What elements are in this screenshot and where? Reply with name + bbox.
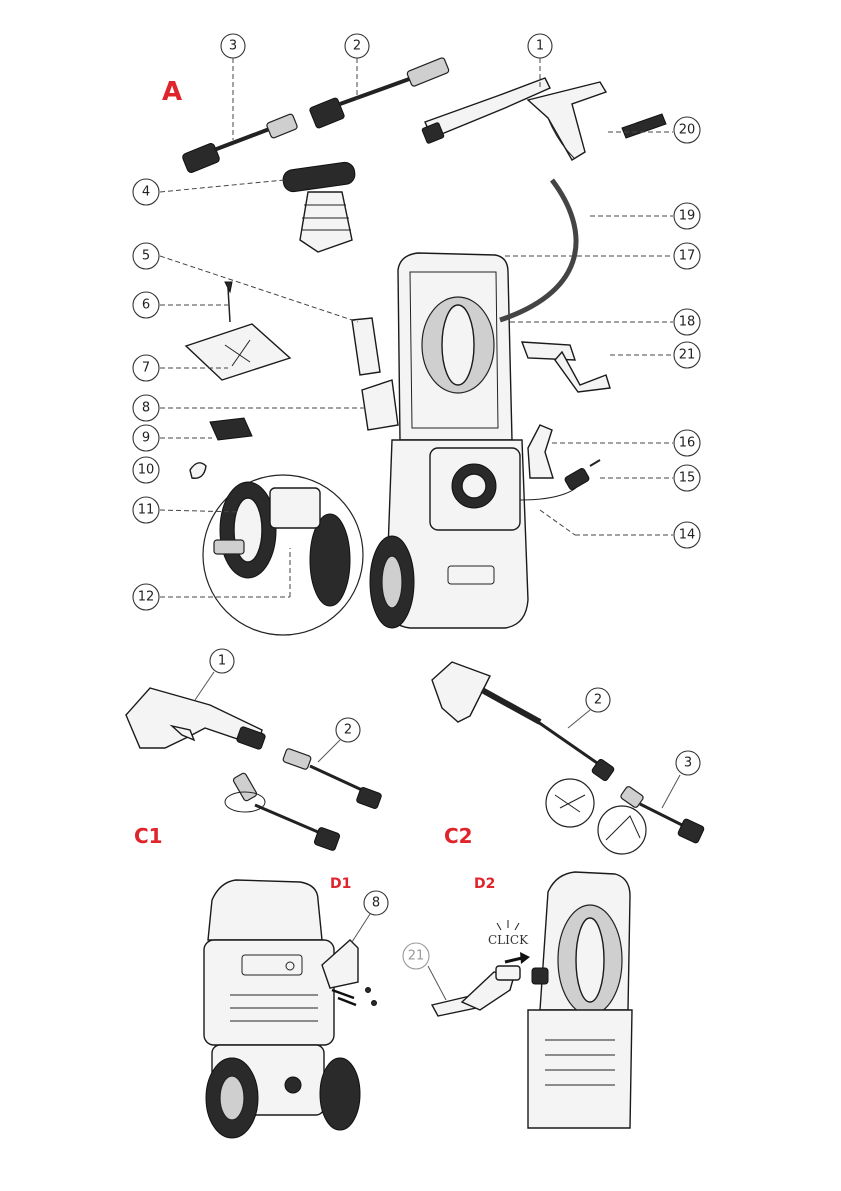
click-label: CLICK xyxy=(488,933,529,947)
part-short-lance xyxy=(181,113,297,173)
callout-8: 8 xyxy=(133,395,159,421)
svg-text:2: 2 xyxy=(594,693,602,708)
callout-18: 18 xyxy=(674,309,700,335)
part-trigger-lock xyxy=(622,114,666,138)
click-burst xyxy=(497,920,519,930)
callout-9: 9 xyxy=(133,425,159,451)
callout-c1-2: 2 xyxy=(336,718,360,742)
part-hose xyxy=(500,180,576,320)
callout-4: 4 xyxy=(133,179,159,205)
callout-c2-2: 2 xyxy=(586,688,610,712)
svg-text:17: 17 xyxy=(679,249,696,264)
leader-14 xyxy=(540,510,575,535)
callout-1: 1 xyxy=(528,34,552,58)
callout-15: 15 xyxy=(674,465,700,491)
section-label-d1: D1 xyxy=(330,876,351,892)
d2-push-arrow xyxy=(505,952,530,964)
part-cord-hook xyxy=(528,425,553,478)
section-label-a: A xyxy=(162,77,182,107)
leader-c1-2 xyxy=(318,740,340,762)
svg-text:3: 3 xyxy=(684,756,692,771)
c2-gun xyxy=(432,662,615,782)
part-spray-gun xyxy=(422,78,606,160)
svg-text:6: 6 xyxy=(142,298,150,313)
svg-text:20: 20 xyxy=(679,123,696,138)
part-gun-holder xyxy=(352,318,380,375)
svg-text:9: 9 xyxy=(142,431,150,446)
svg-text:15: 15 xyxy=(679,471,696,486)
c1-gun xyxy=(126,688,266,750)
callout-c2-3: 3 xyxy=(676,751,700,775)
callout-19: 19 xyxy=(674,203,700,229)
svg-text:2: 2 xyxy=(353,39,361,54)
part-long-lance xyxy=(309,57,450,129)
svg-text:8: 8 xyxy=(372,896,380,911)
svg-text:11: 11 xyxy=(138,503,155,518)
section-label-d2: D2 xyxy=(474,876,495,892)
section-label-c2: C2 xyxy=(444,824,473,848)
c1-lance xyxy=(282,748,382,809)
callout-6: 6 xyxy=(133,292,159,318)
detail-inset-circle xyxy=(203,475,363,635)
c2-detail-right xyxy=(598,806,646,854)
part-needle xyxy=(225,282,232,322)
svg-text:12: 12 xyxy=(138,590,155,605)
callout-11: 11 xyxy=(133,497,159,523)
callout-2: 2 xyxy=(345,34,369,58)
svg-text:5: 5 xyxy=(142,249,150,264)
svg-text:14: 14 xyxy=(679,528,696,543)
part-power-plug xyxy=(564,460,600,491)
leader-4 xyxy=(160,180,284,192)
d2-unit-side xyxy=(528,872,632,1128)
callout-12: 12 xyxy=(133,584,159,610)
svg-text:21: 21 xyxy=(679,348,696,363)
part-crank-handle xyxy=(522,342,610,392)
svg-text:3: 3 xyxy=(229,39,237,54)
part-accessory-holder xyxy=(362,380,398,430)
leader-d2-21 xyxy=(428,966,446,1000)
callout-20: 20 xyxy=(674,117,700,143)
svg-text:8: 8 xyxy=(142,401,150,416)
svg-text:2: 2 xyxy=(344,723,352,738)
callout-21: 21 xyxy=(674,342,700,368)
svg-text:1: 1 xyxy=(536,39,544,54)
leader-5 xyxy=(160,256,358,322)
callout-10: 10 xyxy=(133,457,159,483)
callout-c1-1: 1 xyxy=(210,649,234,673)
svg-text:7: 7 xyxy=(142,361,150,376)
section-label-c1: C1 xyxy=(134,824,163,848)
callout-5: 5 xyxy=(133,243,159,269)
d1-unit-front xyxy=(204,880,360,1138)
svg-text:18: 18 xyxy=(679,315,696,330)
part-clip xyxy=(190,463,206,478)
callout-17: 17 xyxy=(674,243,700,269)
d2-crank-handle xyxy=(432,966,520,1016)
part-screws xyxy=(210,418,252,440)
callout-7: 7 xyxy=(133,355,159,381)
svg-text:16: 16 xyxy=(679,436,696,451)
svg-text:4: 4 xyxy=(142,185,150,200)
callout-d1-8: 8 xyxy=(364,891,388,915)
svg-text:1: 1 xyxy=(218,654,226,669)
c2-detail-left xyxy=(546,779,594,827)
leader-c2-2 xyxy=(568,710,590,728)
callout-d2-21: 21 xyxy=(403,943,429,969)
callout-16: 16 xyxy=(674,430,700,456)
leader-c1-1 xyxy=(195,672,214,700)
part-foam-bottle xyxy=(282,161,356,252)
callout-3: 3 xyxy=(221,34,245,58)
c1-lance-rotated xyxy=(225,772,340,851)
svg-text:21: 21 xyxy=(408,949,425,964)
callout-14: 14 xyxy=(674,522,700,548)
svg-text:19: 19 xyxy=(679,209,696,224)
leader-c2-3 xyxy=(662,775,680,808)
leader-d1-8 xyxy=(352,914,370,942)
svg-text:10: 10 xyxy=(138,463,155,478)
part-manual xyxy=(186,324,290,380)
